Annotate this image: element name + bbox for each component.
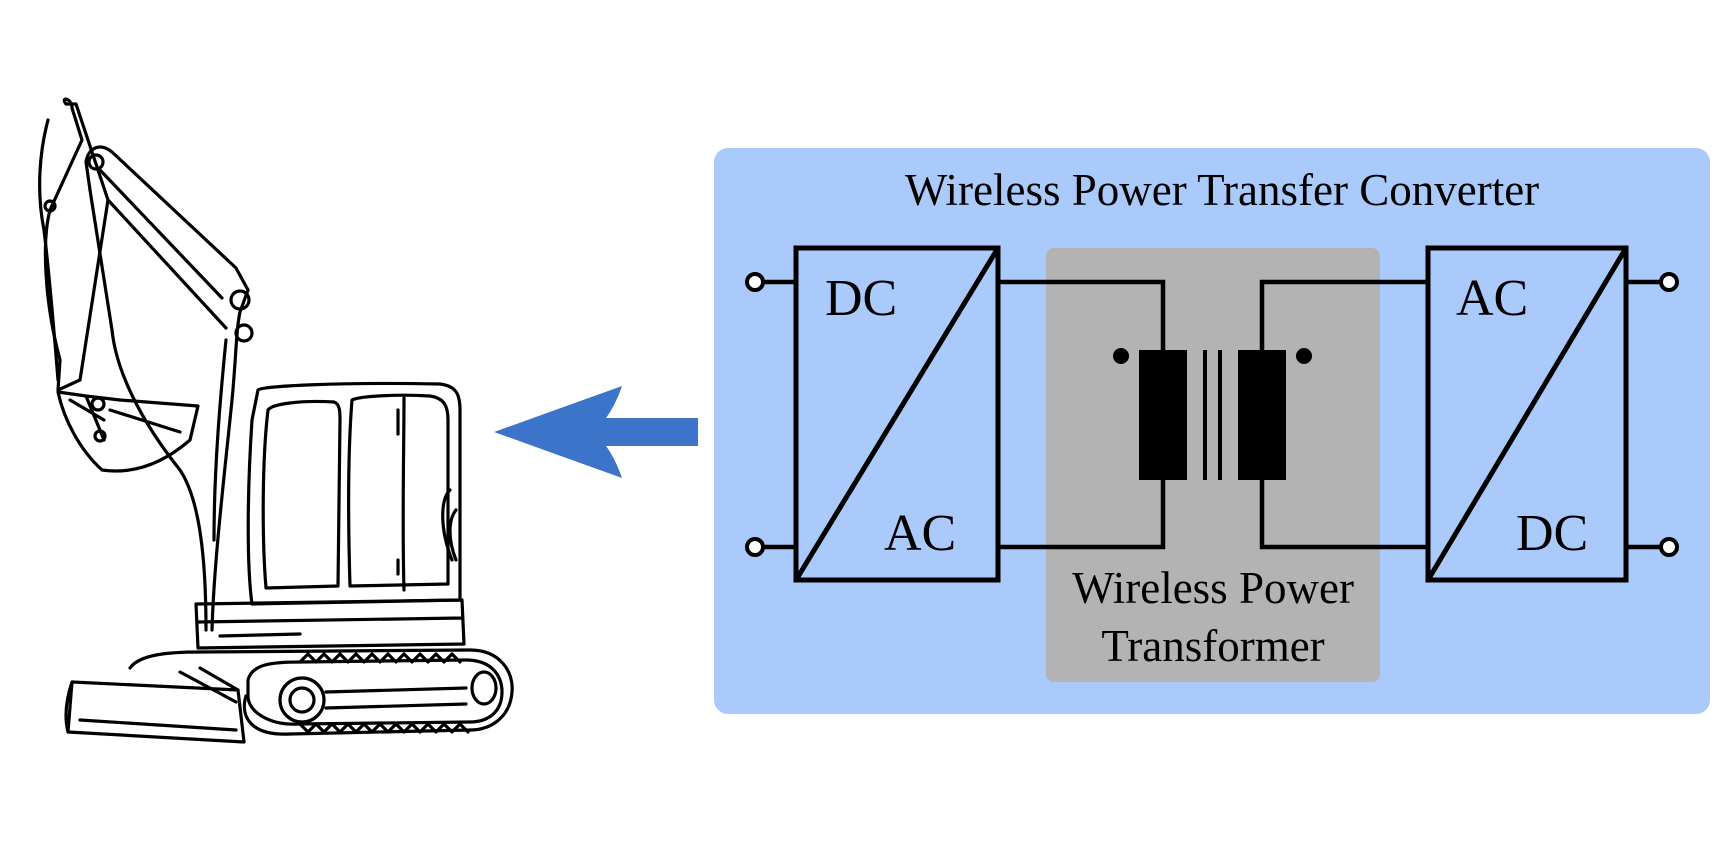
secondary-polarity-dot [1296,348,1312,364]
excavator-cab-window-right [347,393,450,588]
secondary-coil [1238,350,1286,480]
excavator-cab-rear [441,488,458,562]
excavator-track-wheel-rear [470,670,498,706]
excavator-track-wheel-front [278,676,326,724]
circuit-wires [763,279,1660,550]
excavator-track-inner [246,658,504,726]
excavator-bucket [56,390,200,473]
primary-coil [1139,350,1187,480]
dc-ac-converter-block: DC AC [793,245,1001,583]
excavator-track-treads [298,652,470,734]
ac-dc-converter-block: AC DC [1425,245,1629,583]
excavator-boom-inner [98,168,228,542]
excavator-upper-body [194,598,466,650]
excavator-cab-window-left [261,399,342,590]
secondary-bottom-wire [1259,480,1428,550]
transformer-symbol [1113,348,1312,480]
terminal-right-top [1659,272,1679,292]
dc-ac-block-frame [793,245,1001,583]
terminal-left-top [745,272,765,292]
excavator-dozer-blade [64,680,246,744]
excavator-track-rail [324,686,468,710]
ac-dc-block-diagonal [1425,246,1629,582]
ac-dc-block-top-label: AC [1456,270,1528,327]
transformer-label-line1: Wireless Power [1072,563,1354,613]
primary-bottom-wire [998,480,1166,550]
transformer-panel [1046,248,1380,682]
primary-polarity-dot [1113,348,1129,364]
excavator-track [128,648,514,736]
ac-dc-block-bottom-label: DC [1516,505,1588,562]
transformer-label-line2: Transformer [1101,621,1324,671]
primary-top-wire [998,279,1166,350]
ac-dc-block-frame [1425,245,1629,583]
excavator-boom [84,145,250,632]
excavator-stick-pin [43,199,57,213]
excavator-stick-edge [38,118,60,382]
excavator-illustration [38,97,514,744]
excavator-bucket-pin [90,396,106,412]
excavator-cab-door-edge [396,396,406,592]
excavator-track-wheel-front-hub [288,686,316,714]
secondary-top-wire [1259,279,1428,350]
excavator-boom-pin-2 [229,289,251,311]
terminal-right-bottom [1659,537,1679,557]
terminals [745,272,1679,557]
left-arrow-icon [494,386,698,478]
excavator-dozer-arm [178,666,240,704]
dc-ac-block-bottom-label: AC [884,505,956,562]
dc-ac-block-top-label: DC [825,270,897,327]
excavator-cab [246,381,462,606]
converter-title: Wireless Power Transfer Converter [905,165,1539,215]
terminal-left-bottom [745,537,765,557]
excavator-boom-pin-3 [234,323,254,343]
excavator-bucket-pin-2 [93,429,107,443]
dc-ac-block-diagonal [793,246,1001,582]
